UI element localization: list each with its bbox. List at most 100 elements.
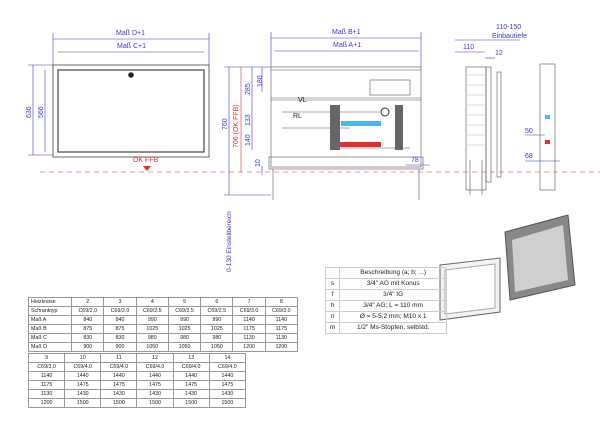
table-cell: 980	[167, 333, 202, 343]
table-cell: 1130	[27, 389, 66, 399]
table-cell: 1430	[136, 389, 174, 399]
code: f	[324, 289, 341, 301]
height-566: 566	[38, 106, 45, 118]
table-cell: 1475	[172, 380, 210, 390]
height-180: 180	[257, 75, 264, 87]
table-cell: 1500	[136, 398, 174, 408]
table-cell: C69/3.0	[27, 362, 66, 372]
table-cell: Maß A	[27, 315, 73, 325]
table-cell: 7	[232, 297, 266, 307]
table-cell: 1130	[264, 333, 299, 343]
depth-range: 110-150	[496, 24, 522, 31]
manifold-valves	[330, 105, 403, 150]
table-cell: 875	[103, 324, 137, 334]
table-cell: 1430	[208, 389, 247, 399]
table-cell: 1025	[200, 324, 234, 334]
table-cell: Schranktyp	[27, 306, 73, 316]
table-cell: C69/2.5	[135, 306, 169, 316]
dim-50: 50	[525, 128, 533, 135]
mass-a-label: Maß A+1	[333, 42, 362, 49]
table-cell: 1130	[232, 333, 266, 343]
table-cell: 1025	[135, 324, 169, 334]
height-706: 706 (OK FFB)	[233, 104, 240, 148]
table-cell: C69/4.0	[208, 362, 247, 372]
height-133: 133	[245, 114, 252, 126]
vl-label: VL	[298, 97, 307, 104]
table-cell: Maß B	[27, 324, 73, 334]
dimension-lines	[28, 32, 560, 196]
table-cell: 8	[264, 297, 299, 307]
table-cell: 1440	[100, 371, 138, 381]
table-cell: 830	[71, 333, 105, 343]
table-cell: C69/4.0	[64, 362, 102, 372]
table-cell: 1430	[64, 389, 102, 399]
table-cell: 1440	[172, 371, 210, 381]
table-cell: C69/4.0	[136, 362, 174, 372]
table-cell: 1475	[136, 380, 174, 390]
description: 3/4" IG	[339, 289, 447, 301]
table-cell: 11	[100, 353, 138, 363]
height-285: 285	[245, 83, 252, 95]
code: h	[324, 300, 341, 312]
height-140: 140	[245, 134, 252, 146]
table-cell: 1440	[136, 371, 174, 381]
table-cell: 3	[103, 297, 137, 307]
description: Ø = 5-5,2 mm; M10 x 1	[339, 311, 447, 323]
table-cell: 4	[135, 297, 169, 307]
table-cell: 990	[167, 315, 202, 325]
table-cell: 990	[200, 315, 234, 325]
dim-68: 68	[525, 153, 533, 160]
table-cell: 830	[103, 333, 137, 343]
table-cell: 1440	[64, 371, 102, 381]
ok-ffb-marker	[143, 166, 151, 171]
table-cell: 1430	[172, 389, 210, 399]
table-cell: 1175	[264, 324, 299, 334]
table-cell: C69/2.0	[71, 306, 105, 316]
mass-d-label: Maß D+1	[116, 30, 145, 37]
height-760: 760	[222, 118, 229, 130]
table-cell: 1175	[27, 380, 66, 390]
table-cell: 875	[71, 324, 105, 334]
table-cell: 9	[27, 353, 66, 363]
table-cell: 5	[167, 297, 202, 307]
table-cell: 1050	[200, 342, 234, 352]
description-header: Beschreibung (a; b; ...)	[339, 267, 447, 279]
table-cell: C69/4.0	[100, 362, 138, 372]
table-cell: 6	[200, 297, 234, 307]
table-cell: 2	[71, 297, 105, 307]
table-cell: 1475	[208, 380, 247, 390]
description: 3/4" AG mit Konus	[339, 278, 447, 290]
table-cell: 14	[208, 353, 247, 363]
table-cell: 980	[200, 333, 234, 343]
table-cell: Maß D	[27, 342, 73, 352]
width-12: 12	[495, 50, 503, 57]
table-cell: 1500	[100, 398, 138, 408]
table-cell: 1140	[27, 371, 66, 381]
mass-b-label: Maß B+1	[332, 29, 361, 36]
table-cell: 1140	[264, 315, 299, 325]
height-636: 636	[26, 106, 33, 118]
description: 1/2" Ms-Stopfen, selbstd.	[339, 322, 447, 334]
depth-label: Einbautiefe	[492, 33, 528, 40]
table-cell: Maß C	[27, 333, 73, 343]
table-cell: 1050	[135, 342, 169, 352]
table-cell: 1025	[167, 324, 202, 334]
ok-ffb-label: OK FFB	[133, 157, 159, 164]
table-cell: 840	[103, 315, 137, 325]
table-cell: 1175	[232, 324, 266, 334]
width-78: 78	[411, 157, 419, 164]
code: m	[324, 322, 341, 334]
table-cell: 1200	[27, 398, 66, 408]
description: 3/4" AG; L = 110 mm	[339, 300, 447, 312]
table-cell: 1050	[167, 342, 202, 352]
